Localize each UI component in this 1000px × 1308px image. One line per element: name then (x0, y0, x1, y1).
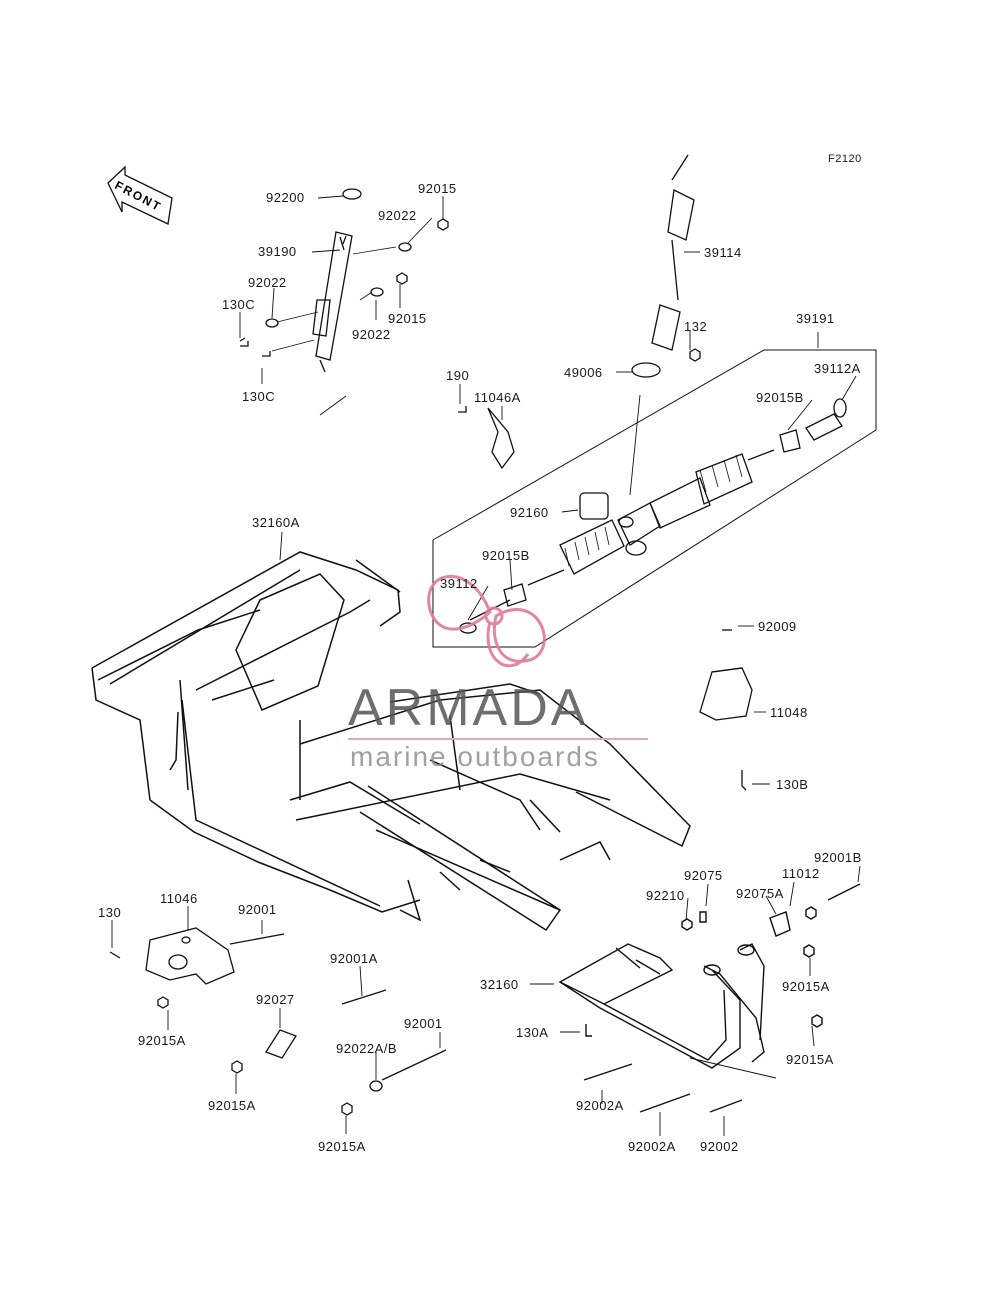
part-label: 92015A (208, 1098, 256, 1113)
steering-gearbox-group-box (432, 349, 877, 648)
mounting-bracket-11048 (699, 629, 753, 791)
swing-arm-32160 (558, 883, 861, 1113)
lower-bracket-11046 (109, 927, 285, 1009)
part-label: 39191 (796, 311, 835, 326)
part-label: 92015A (782, 979, 830, 994)
part-label: 92015A (318, 1139, 366, 1154)
part-label: 92001B (814, 850, 862, 865)
part-label: 92015B (482, 548, 530, 563)
part-label: 190 (446, 368, 470, 383)
part-label: 130C (242, 389, 276, 404)
part-label: 39112 (440, 576, 478, 591)
part-label: 92160 (510, 505, 549, 520)
main-frame (91, 551, 691, 932)
part-label: 32160 (480, 977, 519, 992)
part-label: 11046A (474, 390, 521, 405)
part-label: 11012 (782, 866, 820, 881)
part-label: 130B (776, 777, 809, 792)
part-label: 49006 (564, 365, 603, 380)
part-label: 92001A (330, 951, 378, 966)
part-label: 92001 (238, 902, 277, 917)
part-label: 130 (98, 905, 122, 920)
part-label: 130A (516, 1025, 549, 1040)
watermark-logo: ARMADA (348, 679, 589, 737)
part-label: 11048 (770, 705, 808, 720)
part-label: 92015 (388, 311, 427, 326)
part-label: 92075A (736, 886, 784, 901)
part-label: 39114 (704, 245, 742, 260)
watermark-tagline: marine outboards (350, 741, 600, 772)
part-label: 92015 (418, 181, 457, 196)
part-label: 92022 (352, 327, 391, 342)
part-label: 130C (222, 297, 256, 312)
part-label: 92022 (378, 208, 417, 223)
lower-hardware (231, 989, 447, 1116)
part-label: 39190 (258, 244, 297, 259)
part-label: 92002A (576, 1098, 624, 1113)
part-label: 11046 (160, 891, 198, 906)
steering-damper (239, 188, 449, 416)
steering-rack (458, 398, 847, 634)
part-label: 92027 (256, 992, 295, 1007)
part-label: 92015A (786, 1052, 834, 1067)
part-label: 92009 (758, 619, 797, 634)
part-label: 92210 (646, 888, 685, 903)
part-label: 92200 (266, 190, 305, 205)
part-label: 92015B (756, 390, 804, 405)
watermark-divider (348, 738, 648, 740)
part-label: 92002A (628, 1139, 676, 1154)
part-label: 39112A (814, 361, 861, 376)
part-label: 92075 (684, 868, 723, 883)
steering-shaft (629, 154, 701, 496)
part-label: 92022 (248, 275, 287, 290)
part-label: 92002 (700, 1139, 739, 1154)
part-label: 92015A (138, 1033, 186, 1048)
part-label: 32160A (252, 515, 300, 530)
watermark-propeller-icon (427, 574, 546, 668)
part-label: 92001 (404, 1016, 443, 1031)
part-label: 132 (684, 319, 708, 334)
part-label: 92022A/B (336, 1041, 398, 1056)
figure-code: F2120 (828, 153, 862, 165)
front-arrow-icon (107, 165, 173, 225)
leader-lines (111, 195, 861, 1136)
